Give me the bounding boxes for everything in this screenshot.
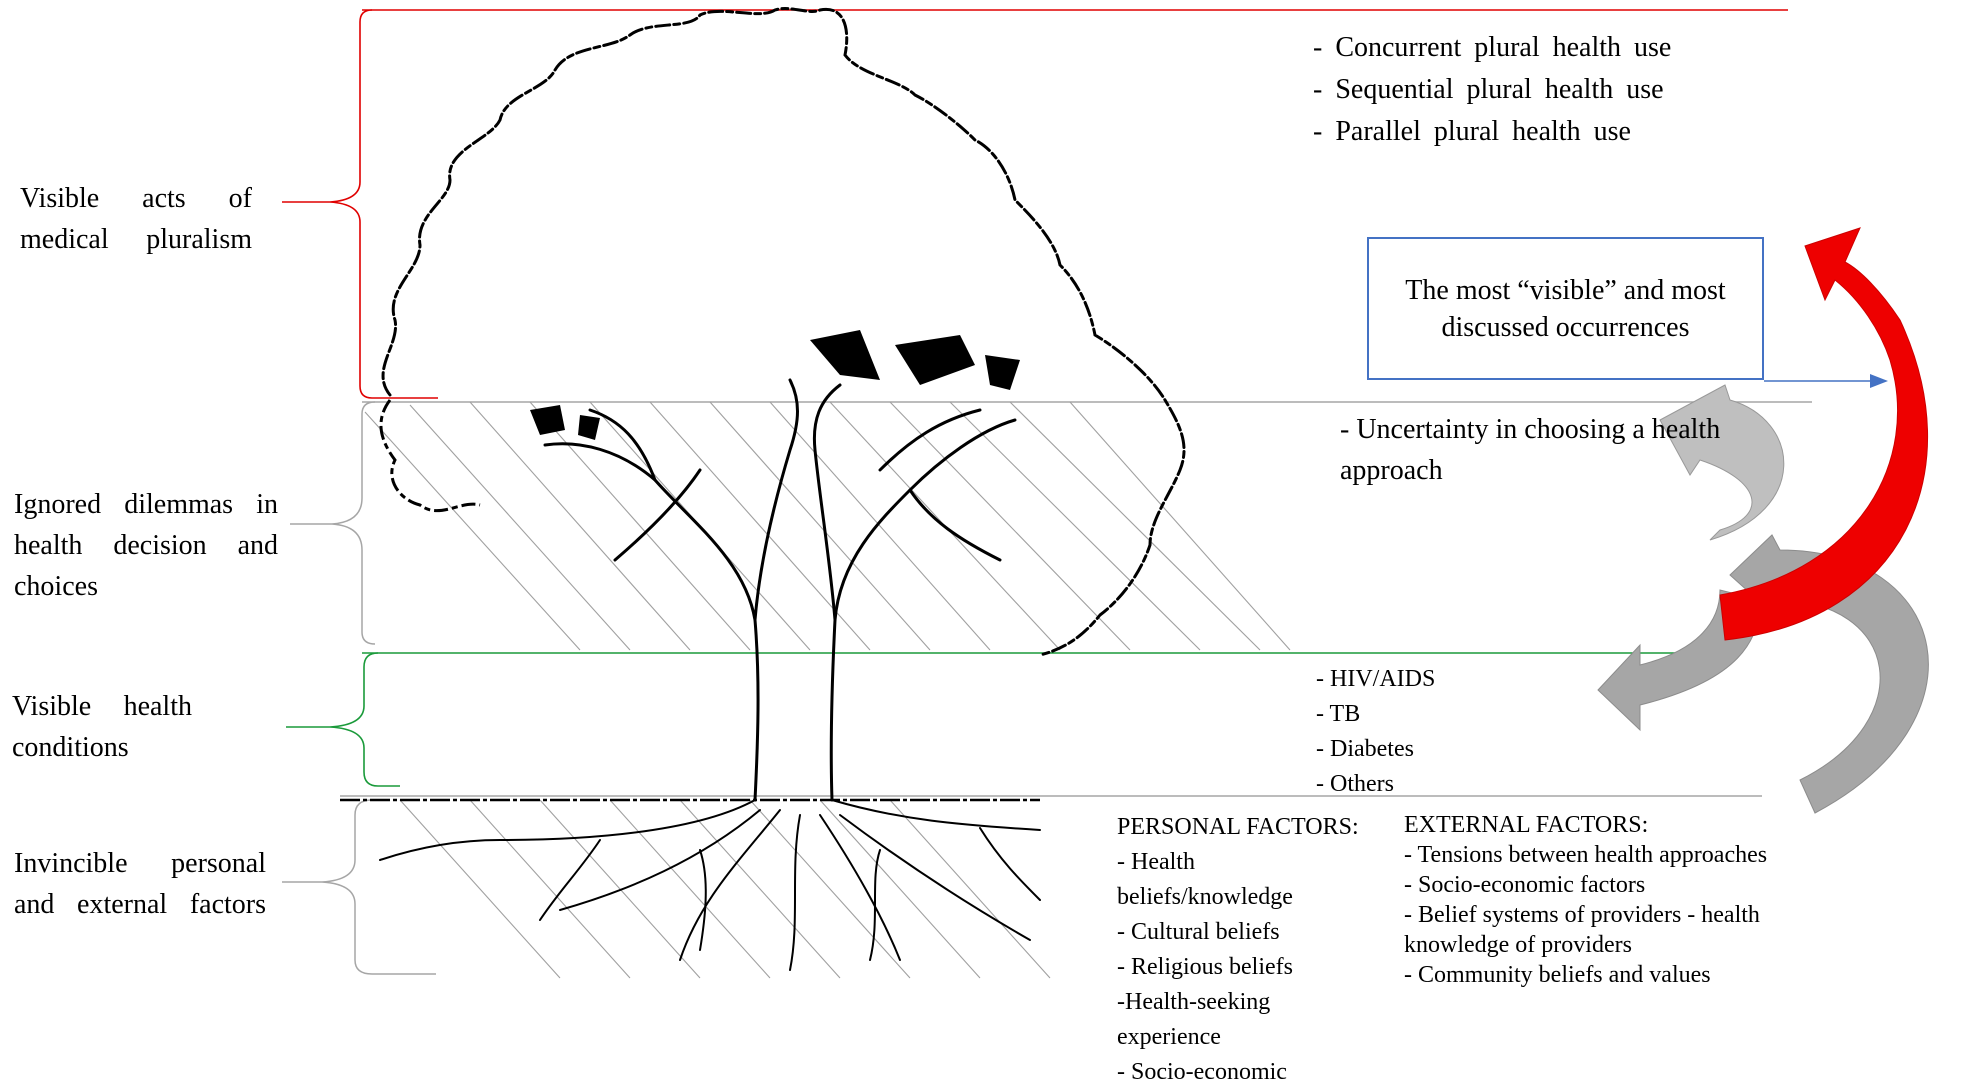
external-factors-heading: EXTERNAL FACTORS: bbox=[1404, 812, 1649, 838]
list-item: - Others bbox=[1316, 771, 1394, 797]
list-item: - Sequential plural health use bbox=[1313, 74, 1664, 105]
list-item: - HIV/AIDS bbox=[1316, 666, 1436, 692]
list-item: - Socio-economic bbox=[1117, 1059, 1287, 1085]
list-item: - Belief systems of providers - health bbox=[1404, 902, 1760, 928]
pluralism-list: - Concurrent plural health use - Sequent… bbox=[1313, 27, 1671, 153]
green-bracket bbox=[286, 652, 400, 787]
list-item: - Tensions between health approaches bbox=[1404, 842, 1768, 868]
list-item: - Diabetes bbox=[1316, 736, 1414, 762]
red-curved-arrow bbox=[1719, 227, 1929, 641]
list-item: - Health bbox=[1117, 849, 1195, 875]
list-item: - Religious beliefs bbox=[1117, 954, 1293, 980]
gray-arrow-lower bbox=[1729, 534, 1929, 814]
list-item: - Socio-economic factors bbox=[1404, 872, 1646, 898]
list-item: experience bbox=[1117, 1024, 1221, 1050]
personal-factors-heading: PERSONAL FACTORS: bbox=[1117, 814, 1359, 840]
label-visible-conditions: Visible health conditions bbox=[12, 691, 192, 763]
red-bracket bbox=[282, 9, 438, 399]
dark-foliage bbox=[530, 330, 1020, 440]
gray-bracket-dilemmas bbox=[290, 401, 376, 645]
list-item: - TB bbox=[1316, 701, 1361, 727]
tree-trunk bbox=[543, 378, 1017, 802]
conditions-list: - HIV/AIDS - TB - Diabetes - Others bbox=[1316, 662, 1435, 802]
tree-roots bbox=[379, 799, 1041, 971]
personal-factors: PERSONAL FACTORS: - Health beliefs/knowl… bbox=[1117, 810, 1397, 1090]
external-factors: EXTERNAL FACTORS: - Tensions between hea… bbox=[1404, 810, 1767, 990]
list-item: beliefs/knowledge bbox=[1117, 884, 1293, 910]
dilemma-text: - Uncertainty in choosing a health appro… bbox=[1340, 414, 1721, 486]
list-item: - Community beliefs and values bbox=[1404, 962, 1711, 988]
list-item: - Cultural beliefs bbox=[1117, 919, 1280, 945]
gray-arrow-upper bbox=[1659, 384, 1785, 541]
tree-canopy bbox=[381, 7, 1186, 657]
visible-occurrences-box: The most “visible” and most discussed oc… bbox=[1367, 237, 1764, 380]
list-item: knowledge of providers bbox=[1404, 932, 1632, 958]
list-item: - Parallel plural health use bbox=[1313, 116, 1631, 147]
gray-arrow-right bbox=[1597, 589, 1761, 732]
list-item: -Health-seeking bbox=[1117, 989, 1271, 1015]
blue-arrowhead bbox=[1870, 374, 1888, 388]
label-ignored-dilemmas: Ignored dilemmas in health decision and … bbox=[14, 489, 278, 602]
tree-canopy-left bbox=[379, 399, 481, 513]
hatch-lines bbox=[364, 401, 1291, 979]
visible-occurrences-text: The most “visible” and most discussed oc… bbox=[1405, 274, 1726, 343]
label-visible-acts: Visible acts of medical pluralism bbox=[20, 183, 252, 255]
gray-bracket-factors bbox=[282, 799, 436, 975]
list-item: - Concurrent plural health use bbox=[1313, 32, 1672, 63]
label-invincible-factors: Invincible personal and external factors bbox=[14, 848, 266, 920]
